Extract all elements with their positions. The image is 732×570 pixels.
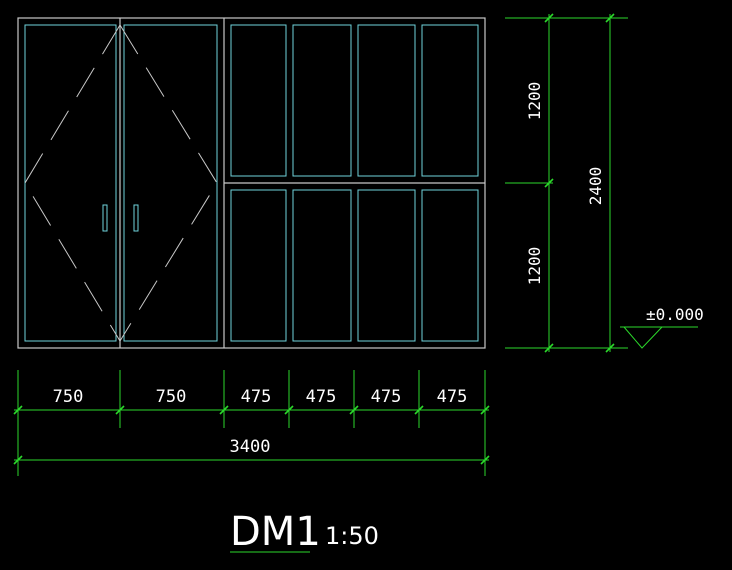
drawing-title-block: DM1 1:50: [230, 509, 379, 555]
dimension-label: 750: [156, 387, 187, 407]
left-door-handle: [102, 204, 108, 232]
lower-glazing-panes: [230, 189, 479, 342]
dimension-tick: [115, 405, 125, 415]
dimension-label: 475: [241, 387, 272, 407]
right-door-leaf: [119, 24, 218, 342]
horizontal-dimension-chain: 750 750 475 475 475 475: [13, 370, 490, 428]
upper-glazing-panes: [230, 24, 479, 177]
drawing-scale: 1:50: [325, 522, 379, 550]
dimension-label: 1200: [525, 82, 544, 121]
dimension-label: 475: [371, 387, 402, 407]
left-leaf-glass: [24, 24, 117, 342]
dimension-label: 475: [437, 387, 468, 407]
dimension-tick: [349, 405, 359, 415]
overall-width-label: 3400: [230, 437, 271, 457]
drawing-title: DM1: [230, 509, 321, 555]
glazing-pane: [357, 189, 416, 342]
glazing-pane: [292, 189, 352, 342]
dimension-tick: [414, 405, 424, 415]
glazing-pane: [357, 24, 416, 177]
overall-height-dimension: 2400: [586, 13, 615, 353]
dimension-label: 750: [53, 387, 84, 407]
level-triangle: [623, 326, 663, 349]
dimension-tick: [480, 405, 490, 415]
overall-height-label: 2400: [586, 167, 605, 206]
dimension-tick: [605, 13, 615, 23]
glazing-pane: [421, 189, 479, 342]
level-label: ±0.000: [646, 305, 704, 324]
dimension-tick: [544, 13, 554, 23]
vertical-dimension-chain: 1200 1200: [505, 13, 628, 353]
dimension-tick: [13, 455, 23, 465]
left-door-leaf: [24, 24, 121, 342]
right-leaf-glass: [123, 24, 218, 342]
dimension-label: 475: [306, 387, 337, 407]
dimension-tick: [219, 405, 229, 415]
glazing-pane: [292, 24, 352, 177]
dimension-tick: [605, 343, 615, 353]
right-leaf-swing-marker: [119, 24, 218, 342]
right-door-handle: [133, 204, 139, 232]
dimension-tick: [13, 405, 23, 415]
glazing-pane: [230, 24, 287, 177]
dimension-tick: [544, 178, 554, 188]
dimension-label: 1200: [525, 247, 544, 286]
level-marker: ±0.000: [620, 305, 704, 349]
overall-width-dimension: 3400: [13, 428, 490, 476]
door-frame: [17, 17, 486, 349]
dimension-tick: [284, 405, 294, 415]
glazing-pane: [230, 189, 287, 342]
dimension-tick: [480, 455, 490, 465]
left-leaf-swing-marker: [24, 24, 121, 342]
glazing-pane: [421, 24, 479, 177]
dimension-tick: [544, 343, 554, 353]
